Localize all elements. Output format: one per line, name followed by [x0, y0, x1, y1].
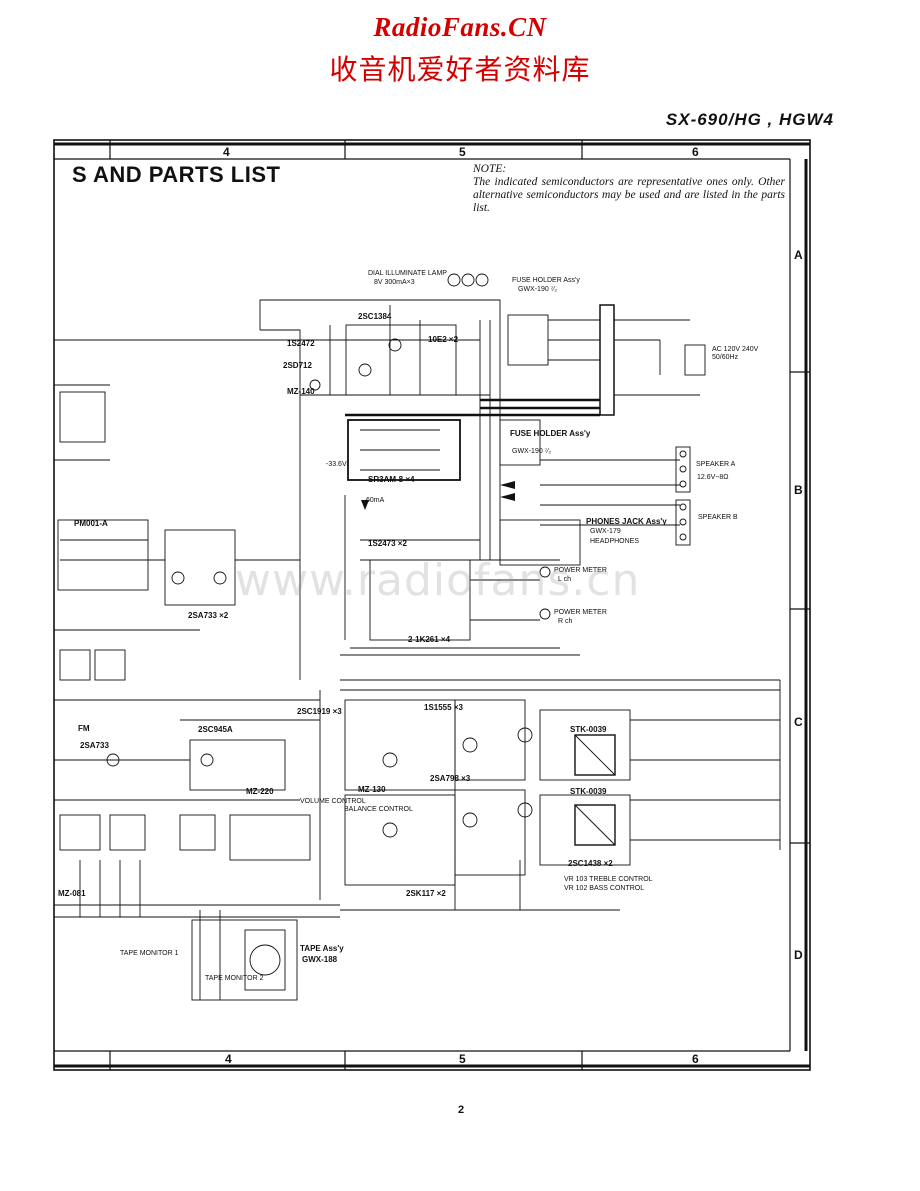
label-speaker-a-spec: 12.6V~8Ω	[697, 474, 729, 481]
column-label-5-bottom: 5	[459, 1052, 466, 1066]
label-10e2: 10E2 ×2	[428, 335, 459, 344]
label-vr-bass: VR 102 BASS CONTROL	[564, 885, 645, 892]
row-label-c: C	[794, 715, 803, 729]
row-label-b: B	[794, 483, 803, 497]
label-mz220: MZ-220	[246, 787, 274, 796]
site-subtitle: 收音机爱好者资料库	[329, 53, 591, 86]
label-1s2472: 1S2472	[287, 339, 315, 348]
column-label-6-bottom: 6	[692, 1052, 699, 1066]
label-speaker-a: SPEAKER A	[696, 461, 736, 468]
label-fuse-holder-no: GWX-190 ⁷⁄₂	[518, 286, 558, 293]
site-title: RadioFans.CN	[373, 12, 547, 42]
label-dial-lamp: DIAL ILLUMINATE LAMP	[368, 270, 447, 277]
label-fuse-holder-2: FUSE HOLDER Ass'y	[510, 429, 591, 438]
label-power-meter-l-ch: L ch	[558, 576, 571, 583]
label-2sa733: 2SA733	[80, 741, 109, 750]
label-2sd712: 2SD712	[283, 361, 312, 370]
label-mz140: MZ-140	[287, 387, 315, 396]
label-1s1555: 1S1555 ×3	[424, 703, 463, 712]
label-phones-jack: PHONES JACK Ass'y	[586, 517, 667, 526]
label-2sa733-x2: 2SA733 ×2	[188, 611, 229, 620]
label-stk0039-b: STK-0039	[570, 787, 607, 796]
label-current-60ma: 60mA	[366, 497, 385, 504]
label-headphones: HEADPHONES	[590, 538, 640, 545]
label-fuse-holder-2-no: GWX-190 ⁷⁄₂	[512, 448, 552, 455]
column-label-6-top: 6	[692, 145, 699, 159]
label-mz130: MZ-130	[358, 785, 386, 794]
label-sr3am: SR3AM-8 ×4	[368, 475, 415, 484]
label-tape-monitor-2: TAPE MONITOR 2	[205, 975, 264, 982]
label-1s2473: 1S2473 ×2	[368, 539, 407, 548]
label-balance-control: BALANCE CONTROL	[344, 806, 413, 813]
sheet-border	[53, 139, 811, 1071]
column-label-5-top: 5	[459, 145, 466, 159]
label-stk0039-a: STK-0039	[570, 725, 607, 734]
label-mz081: MZ-081	[58, 889, 86, 898]
label-power-meter-l: POWER METER	[554, 567, 607, 574]
page-number: 2	[458, 1104, 465, 1116]
label-fuse-holder: FUSE HOLDER Ass'y	[512, 277, 580, 284]
column-label-4-top: 4	[223, 145, 230, 159]
column-label-4-bottom: 4	[225, 1052, 232, 1066]
watermark: www.radiofans.cn	[235, 555, 641, 606]
schematic-wiring	[54, 273, 781, 1001]
label-tape-assy: TAPE Ass'y	[300, 944, 344, 953]
label-2sc1919: 2SC1919 ×3	[297, 707, 342, 716]
label-phones-jack-no: GWX-179	[590, 528, 621, 535]
label-tape-monitor-1: TAPE MONITOR 1	[120, 950, 179, 957]
label-dial-lamp-spec: 8V 300mA×3	[374, 279, 415, 286]
label-tape-assy-no: GWX-188	[302, 955, 338, 964]
model-number: SX-690/HG , HGW4	[665, 110, 834, 129]
note-body: The indicated semiconductors are represe…	[473, 176, 785, 214]
label-2sc1438: 2SC1438 ×2	[568, 859, 613, 868]
label-2sc945a: 2SC945A	[198, 725, 233, 734]
label-power-meter-r: POWER METER	[554, 609, 607, 616]
label-2sc1384: 2SC1384	[358, 312, 392, 321]
label-2k261: 2-1K261 ×4	[408, 635, 451, 644]
label-power-meter-r-ch: R ch	[558, 618, 573, 625]
label-pm001: PM001-A	[74, 519, 108, 528]
section-heading: S AND PARTS LIST	[72, 162, 281, 187]
row-label-d: D	[794, 948, 803, 962]
label-2sk117: 2SK117 ×2	[406, 889, 446, 898]
label-ac-input: AC 120V 240V 50/60Hz	[712, 346, 759, 361]
label-vr-treble: VR 103 TREBLE CONTROL	[564, 876, 653, 883]
label-2sa798: 2SA798 ×3	[430, 774, 471, 783]
note-title: NOTE:	[473, 163, 507, 175]
row-label-a: A	[794, 248, 803, 262]
label-fm: FM	[78, 724, 90, 733]
label-speaker-b: SPEAKER B	[698, 514, 738, 521]
semiconductor-note: NOTE: The indicated semiconductors are r…	[473, 163, 785, 215]
label-volume-control: VOLUME CONTROL	[300, 798, 366, 805]
label-voltage-33v: -33.6V	[326, 461, 347, 468]
